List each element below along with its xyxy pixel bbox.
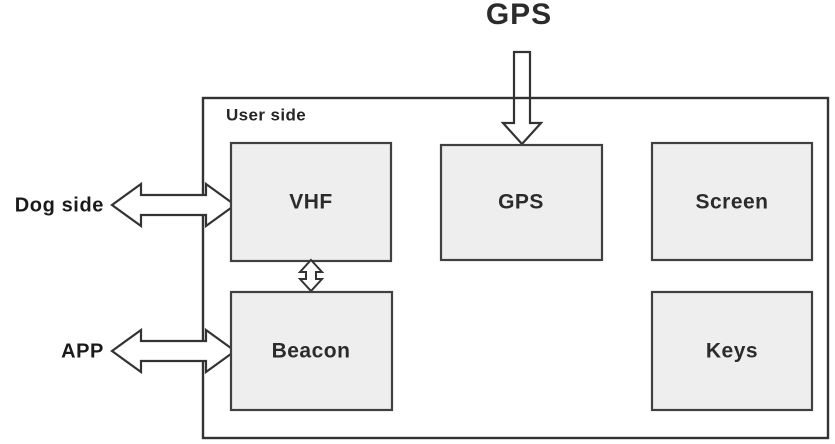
block-vhf[interactable]: VHF: [229, 141, 393, 263]
dog-side-arrow: [110, 181, 237, 229]
block-beacon-label: Beacon: [272, 340, 351, 363]
vhf-beacon-arrow: [297, 258, 325, 293]
block-vhf-rect[interactable]: [229, 141, 393, 263]
block-keys-rect[interactable]: [650, 290, 814, 412]
block-gps-rect[interactable]: [439, 143, 604, 262]
app-arrow: [110, 327, 237, 375]
block-screen[interactable]: Screen: [650, 141, 814, 262]
block-screen-label: Screen: [695, 191, 768, 214]
block-keys[interactable]: Keys: [650, 290, 814, 412]
block-vhf-label: VHF: [289, 191, 333, 214]
block-gps-label: GPS: [498, 191, 544, 214]
block-beacon[interactable]: Beacon: [229, 290, 394, 412]
dog-side-label: Dog side: [15, 194, 104, 216]
user-side-container: [201, 96, 830, 440]
block-screen-rect[interactable]: [650, 141, 814, 262]
block-gps[interactable]: GPS: [439, 143, 604, 262]
gps-source-title: GPS: [486, 0, 552, 31]
block-beacon-rect[interactable]: [229, 290, 394, 412]
app-label: APP: [61, 340, 104, 362]
user-side-label: User side: [226, 105, 306, 124]
block-keys-label: Keys: [706, 340, 758, 363]
